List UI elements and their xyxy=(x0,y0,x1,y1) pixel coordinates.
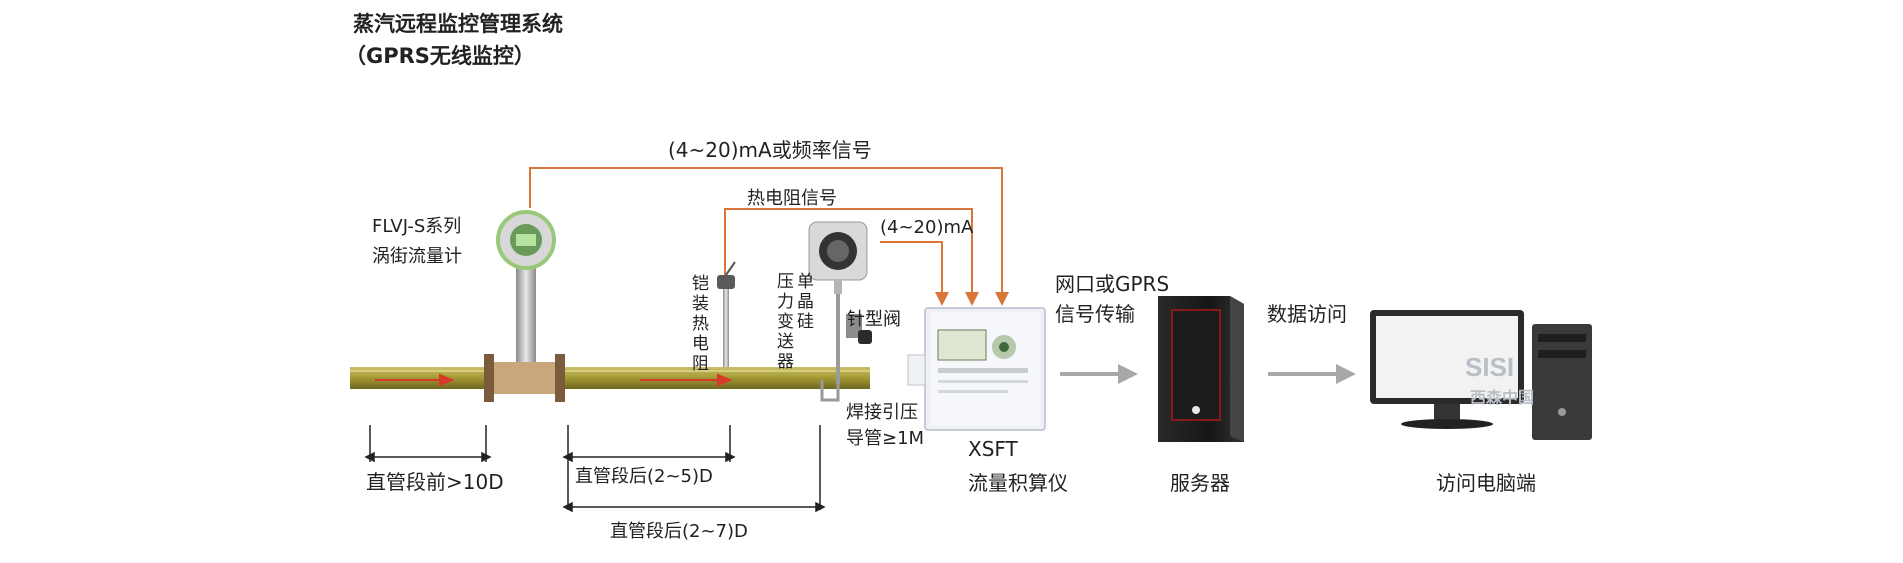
rtd-label: 铠 装 热 电 阻 xyxy=(692,274,712,374)
rtd-label-char: 装 xyxy=(692,294,709,314)
pt-label-char: 送 xyxy=(777,332,794,352)
signal-lines xyxy=(529,167,1003,296)
vortex-flowmeter-image xyxy=(496,210,556,362)
signal-line-ma-or-freq xyxy=(529,167,1003,296)
data-access-label: 数据访问 xyxy=(1267,302,1347,326)
vortex-flowmeter-label-2: 涡街流量计 xyxy=(372,246,462,267)
data-flow-arrows xyxy=(1060,364,1356,384)
flange-right xyxy=(555,354,565,402)
network-label-2: 信号传输 xyxy=(1055,302,1135,326)
flange-left xyxy=(484,354,494,402)
signal-line-rtd xyxy=(724,208,973,296)
steam-pipe xyxy=(350,354,870,402)
integrator-label-1: XSFT xyxy=(968,437,1018,461)
arrowhead-2 xyxy=(965,292,979,306)
client-label: 访问电脑端 xyxy=(1436,471,1536,495)
page-title: 蒸汽远程监控管理系统 xyxy=(353,12,563,36)
signal-line-ma xyxy=(880,241,943,296)
flow-integrator-image xyxy=(907,307,1046,431)
pt-label-char: 变 xyxy=(777,312,794,332)
pt-label-char: 器 xyxy=(777,352,794,372)
dim-label-downstream-short: 直管段后(2~5)D xyxy=(575,466,713,487)
page-subtitle: （GPRS无线监控） xyxy=(345,44,535,68)
dim-label-upstream: 直管段前>10D xyxy=(366,470,504,494)
pressure-transmitter-label-col2: 单 晶 硅 xyxy=(797,272,817,332)
vortex-flowmeter-label-1: FLVJ-S系列 xyxy=(372,216,462,237)
pt-label-char: 力 xyxy=(777,292,794,312)
network-label-1: 网口或GPRS xyxy=(1055,272,1170,296)
rtd-label-char: 铠 xyxy=(692,274,709,294)
rtd-label-char: 阻 xyxy=(692,354,709,374)
watermark-logo: SISI xyxy=(1465,352,1515,382)
pt-label-char: 硅 xyxy=(797,312,814,332)
pt-label-char: 单 xyxy=(797,272,814,292)
needle-valve-label: 针型阀 xyxy=(847,309,901,330)
flow-arrows xyxy=(375,373,733,387)
impulse-tube-label-2: 导管≥1M xyxy=(846,428,925,449)
pt-label-char: 压 xyxy=(777,272,794,292)
signal-label-rtd: 热电阻信号 xyxy=(747,188,837,209)
rtd-label-char: 热 xyxy=(692,314,709,334)
rtd-label-char: 电 xyxy=(692,334,709,354)
arrowhead-3 xyxy=(935,292,949,306)
dimension-lines xyxy=(364,425,826,513)
pressure-transmitter-image xyxy=(808,221,872,402)
arrowhead-1 xyxy=(995,292,1009,306)
watermark-text: 西森中国 xyxy=(1470,388,1535,407)
pressure-transmitter-label-col1: 压 力 变 送 器 xyxy=(777,272,797,372)
rtd-sensor-image xyxy=(717,261,736,367)
signal-arrowheads xyxy=(935,292,1009,306)
dim-label-downstream-long: 直管段后(2~7)D xyxy=(610,521,748,542)
signal-label-ma-or-freq: (4~20)mA或频率信号 xyxy=(668,138,872,162)
integrator-label-2: 流量积算仪 xyxy=(968,471,1068,495)
server-tower-image xyxy=(1158,296,1244,442)
server-label: 服务器 xyxy=(1170,471,1230,495)
signal-label-ma: (4~20)mA xyxy=(880,217,974,238)
client-computer-image xyxy=(1370,310,1592,440)
impulse-tube-label-1: 焊接引压 xyxy=(846,402,918,423)
pt-label-char: 晶 xyxy=(797,292,814,312)
